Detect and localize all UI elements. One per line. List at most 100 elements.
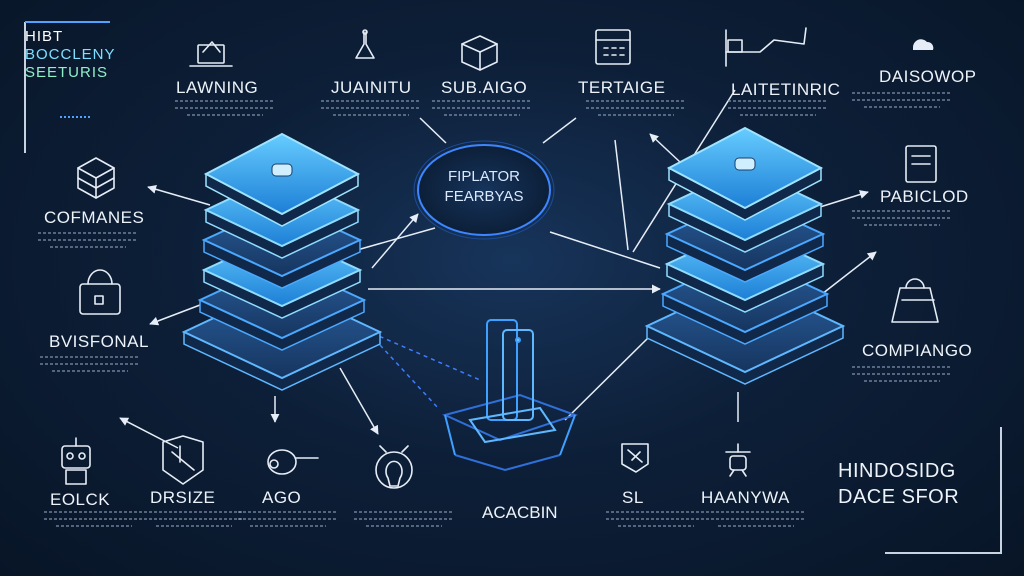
frame-corners bbox=[24, 21, 1002, 554]
cube-icon bbox=[77, 157, 115, 199]
title-block: HIBT BOCCLENY SEETURIS bbox=[25, 28, 116, 82]
node-label-bvisfonal: BVISFONAL bbox=[49, 332, 149, 351]
arrow-to-hub-left bbox=[349, 227, 436, 253]
fine-print-line bbox=[354, 511, 454, 513]
node-label-haanywa: HAANYWA bbox=[701, 488, 790, 507]
arrow-server-left-to-bvisfonal bbox=[149, 304, 201, 326]
dashed-links bbox=[364, 329, 481, 409]
drone-icon bbox=[725, 443, 751, 477]
fine-print-line bbox=[852, 92, 952, 94]
fine-print-line bbox=[432, 107, 532, 109]
fine-print-line bbox=[238, 511, 338, 513]
server-stack-right bbox=[644, 126, 846, 385]
fine-print-line bbox=[852, 366, 952, 368]
hub-label-line-2: FEARBYAS bbox=[444, 188, 524, 205]
connector-lines bbox=[119, 89, 877, 449]
node-label-tertaige: TERTAIGE bbox=[578, 78, 666, 97]
node-label-daisowop: DAISOWOP bbox=[879, 67, 977, 86]
fine-print-line bbox=[618, 525, 694, 527]
center-label: ACACBIN bbox=[482, 503, 558, 522]
arrow-hub-right-top bbox=[542, 117, 577, 144]
arrow-to-drsize bbox=[119, 417, 179, 449]
title-line-3: SEETURIS bbox=[25, 64, 109, 81]
fine-print-line bbox=[586, 100, 686, 102]
node-label-cofmanes: COFMANES bbox=[44, 208, 145, 227]
fine-print-line bbox=[852, 99, 952, 101]
fine-print-line bbox=[321, 107, 421, 109]
fine-print-line bbox=[144, 511, 244, 513]
fine-print-line bbox=[40, 356, 140, 358]
fine-print-line bbox=[50, 246, 126, 248]
title-line-1: HIBT bbox=[25, 28, 64, 45]
fine-print-line bbox=[728, 100, 828, 102]
corner-text-line-2: DACE SFOR bbox=[838, 486, 960, 508]
fine-print-line bbox=[864, 224, 940, 226]
fine-print-line bbox=[706, 511, 806, 513]
fine-print-line bbox=[238, 518, 338, 520]
fine-print-line bbox=[606, 511, 706, 513]
hub-label-line-1: FIPLATOR bbox=[448, 168, 520, 185]
arrow-to-laitetinric bbox=[649, 133, 681, 163]
arrow-down-bulb bbox=[339, 367, 379, 435]
fine-print-line bbox=[864, 380, 940, 382]
fine-print-line bbox=[40, 363, 140, 365]
fine-print-line bbox=[586, 107, 686, 109]
fine-print-line bbox=[321, 100, 421, 102]
fine-print-line bbox=[852, 373, 952, 375]
arrow-right-center-to-server bbox=[564, 337, 649, 421]
fine-print-line bbox=[175, 107, 275, 109]
fine-print-line bbox=[728, 107, 828, 109]
corner-text-block: HINDOSIDG DACE SFOR bbox=[838, 458, 959, 510]
arrow-tertaige-down bbox=[614, 139, 629, 251]
fine-print-line bbox=[432, 100, 532, 102]
node-label-laitetinric: LAITETINRIC bbox=[731, 80, 841, 99]
cloud-icon bbox=[912, 39, 934, 50]
lock-icon bbox=[79, 269, 121, 315]
title-underline bbox=[60, 116, 90, 118]
fine-print-line bbox=[56, 525, 132, 527]
arrow-server-right-to-pabiclod bbox=[819, 190, 869, 208]
document-icon bbox=[905, 145, 937, 183]
fine-print-line bbox=[354, 518, 454, 520]
fine-print-line bbox=[606, 518, 706, 520]
fine-print-line bbox=[718, 525, 794, 527]
node-label-eolck: EOLCK bbox=[50, 490, 111, 509]
fine-print-line bbox=[250, 525, 326, 527]
fine-print-line bbox=[852, 210, 952, 212]
flag-icon bbox=[621, 443, 649, 473]
fine-print-line bbox=[852, 217, 952, 219]
fine-print-line bbox=[366, 525, 442, 527]
arrow-server-left-to-cofmanes bbox=[147, 184, 211, 206]
fine-print-line bbox=[38, 239, 138, 241]
arrow-server-left-to-hub bbox=[371, 213, 419, 269]
box-icon bbox=[461, 35, 498, 71]
node-label-pabiclod: PABICLOD bbox=[880, 187, 969, 206]
corner-text-line-1: HINDOSIDG bbox=[838, 460, 956, 482]
node-label-compiango: COMPIANGO bbox=[862, 341, 973, 360]
gear-icon bbox=[267, 449, 319, 475]
fine-print-line bbox=[740, 114, 816, 116]
arrow-server-right-to-compiango bbox=[821, 251, 877, 295]
chart-icon bbox=[725, 27, 807, 67]
node-label-ago: AGO bbox=[262, 488, 302, 507]
fine-print-line bbox=[444, 114, 520, 116]
bulb-icon bbox=[375, 445, 413, 489]
flask-icon bbox=[355, 29, 375, 59]
title-line-2: BOCCLENY bbox=[25, 46, 116, 63]
shield-icon bbox=[162, 435, 204, 485]
node-label-juainitu: JUAINITU bbox=[331, 78, 412, 97]
fine-print-line bbox=[187, 114, 263, 116]
fine-print-line bbox=[598, 114, 674, 116]
arrow-hub-to-server-right bbox=[549, 231, 661, 269]
fine-print-line bbox=[156, 525, 232, 527]
laptop-icon bbox=[189, 41, 233, 67]
fine-print-line bbox=[52, 370, 128, 372]
fine-print-line bbox=[44, 511, 144, 513]
node-label-lawning: LAWNING bbox=[176, 78, 259, 97]
fine-print-line bbox=[44, 518, 144, 520]
robot-icon bbox=[61, 437, 91, 485]
center-device-icon bbox=[442, 319, 579, 472]
serverL-knob bbox=[271, 163, 293, 177]
fine-print-line bbox=[864, 106, 940, 108]
